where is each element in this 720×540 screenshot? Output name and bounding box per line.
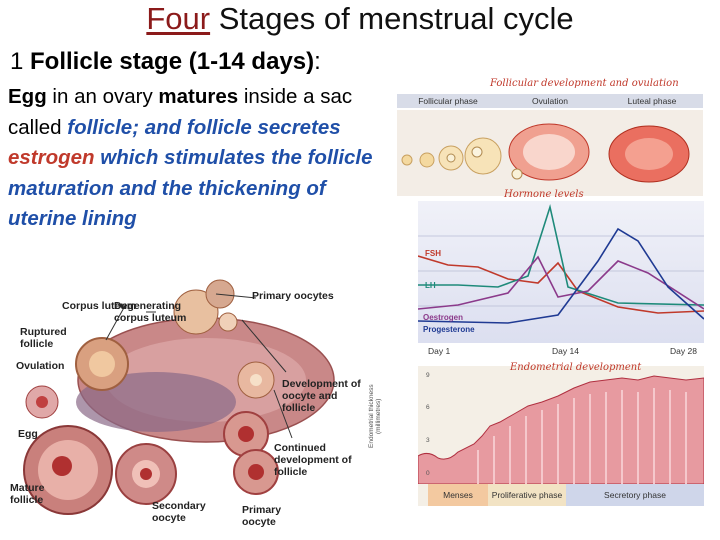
label-development-oocyte: Development of oocyte and follicle — [282, 378, 361, 414]
label-continued-development: Continued development of follicle — [274, 442, 352, 478]
hormone-title: Hormone levels — [504, 189, 584, 200]
hormone-chart: FSH LH Oestrogen Progesterone — [417, 201, 705, 343]
stage-number: 1 — [10, 48, 31, 75]
slide-title: Four Stages of menstrual cycle — [0, 0, 720, 38]
label-primary-oocytes: Primary oocytes — [252, 290, 334, 302]
day-1-label: Day 1 — [428, 346, 451, 356]
stage-description: Egg in an ovary matures inside a sac cal… — [8, 82, 388, 235]
phase-bar: Follicular phase Ovulation Luteal phase — [397, 94, 703, 108]
text-sac: inside a sac called — [8, 85, 353, 139]
text-follicle: follicle; and follicle secretes — [67, 115, 341, 139]
label-mature-follicle: Mature follicle — [10, 482, 45, 506]
phase-ovulation: Ovulation — [532, 96, 568, 106]
word-estrogen: estrogen — [8, 146, 95, 169]
phase-secretory: Secretory phase — [566, 484, 704, 506]
endo-tick-6: 6 — [426, 404, 430, 411]
label-ovulation: Ovulation — [16, 360, 65, 372]
endometrial-phase-bar: Menses Proliferative phase Secretory pha… — [428, 484, 704, 506]
label-oestrogen: Oestrogen — [423, 313, 464, 322]
title-rest: Stages of menstrual cycle — [210, 1, 574, 36]
endometrial-chart: Endometrial development — [417, 362, 705, 506]
label-lh: LH — [425, 281, 436, 290]
word-egg: Egg — [8, 85, 47, 108]
label-egg: Egg — [18, 428, 38, 440]
text-in-ovary: in an ovary — [46, 85, 159, 108]
label-corpus-luteum: Corpus luteum — [62, 300, 137, 312]
day-14-label: Day 14 — [552, 346, 579, 356]
endo-tick-0: 0 — [426, 470, 430, 477]
hormone-curves — [417, 203, 705, 324]
text-stimulates: which stimulates the follicle maturation… — [8, 146, 373, 230]
menstrual-cycle-figure: Follicular development and ovulation Fol… — [368, 76, 706, 508]
phase-menses: Menses — [428, 484, 488, 506]
stage-colon: : — [314, 48, 321, 75]
ovary-figure: Corpus luteum Degenerating corpus luteum… — [6, 262, 366, 534]
title-word-four: Four — [146, 1, 211, 36]
follicular-title: Follicular development and ovulation — [490, 78, 679, 89]
label-fsh: FSH — [425, 249, 441, 258]
endometrium-image — [417, 375, 705, 485]
phase-follicular: Follicular phase — [418, 96, 478, 106]
word-matures: matures — [158, 85, 239, 108]
follicle-sequence-image — [401, 123, 690, 183]
label-primary-oocyte: Primary oocyte — [242, 504, 282, 528]
endometrial-title: Endometrial development — [510, 362, 642, 373]
endo-tick-9: 9 — [426, 372, 430, 379]
label-progesterone: Progesterone — [423, 325, 475, 334]
follicle-illustrations — [397, 110, 703, 196]
endometrial-axis-label: Endometrial thickness (millimetres) — [368, 384, 382, 448]
stage-name: Follicle stage (1-14 days) — [30, 48, 315, 75]
label-ruptured-follicle: Ruptured follicle — [20, 326, 67, 350]
label-degenerating-corpus-luteum: Degenerating corpus luteum — [114, 300, 187, 324]
day-28-label: Day 28 — [670, 346, 697, 356]
stage-heading: 1 Follicle stage (1-14 days): — [10, 47, 321, 77]
phase-proliferative: Proliferative phase — [488, 484, 566, 506]
ovary-illustration — [23, 279, 335, 515]
label-secondary-oocyte: Secondary oocyte — [152, 500, 206, 524]
phase-luteal: Luteal phase — [627, 96, 677, 106]
endo-tick-3: 3 — [426, 437, 430, 444]
